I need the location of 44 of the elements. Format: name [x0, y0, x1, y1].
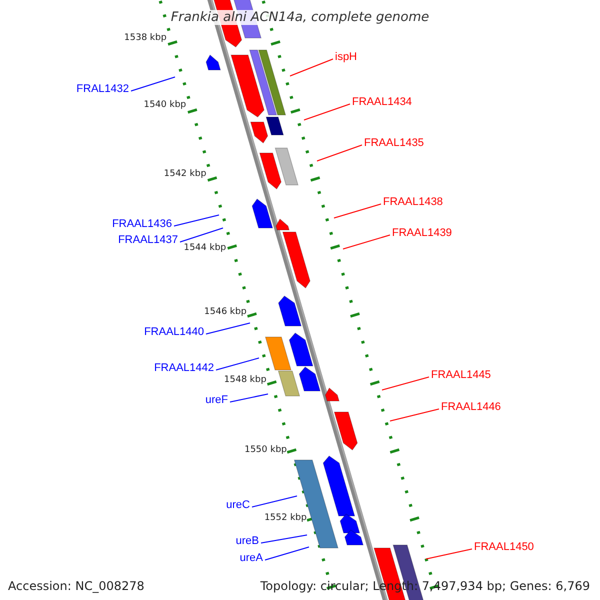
gene-label: ureF: [205, 395, 228, 406]
leader-line: [382, 376, 430, 390]
gene-label: ureB: [236, 536, 259, 547]
gene-label: FRAAL1436: [112, 219, 172, 230]
leader-line: [130, 76, 176, 92]
leader-line: [290, 58, 334, 76]
scale-label: 1548 kbp: [224, 376, 266, 385]
gene-label: FRAL1432: [76, 84, 129, 95]
gene-label: FRAAL1435: [364, 138, 424, 149]
leader-line: [316, 144, 362, 162]
leader-line: [230, 394, 268, 402]
footer-text: Accession: NC_008278: [8, 580, 144, 592]
scale-label: 1544 kbp: [184, 244, 226, 253]
leader-line: [304, 104, 350, 120]
gene-label: FRAAL1439: [392, 228, 452, 239]
gene-label: FRAAL1438: [383, 197, 443, 208]
gene-label: FRAAL1446: [441, 402, 501, 413]
scale-label: 1540 kbp: [144, 101, 186, 110]
gene-label: FRAAL1437: [118, 235, 178, 246]
leader-line: [180, 228, 224, 242]
scale-label: 1550 kbp: [244, 446, 287, 455]
leader-line: [216, 358, 260, 370]
leader-line: [342, 234, 390, 250]
gene-label: FRAAL1440: [144, 327, 204, 338]
leader-line: [252, 496, 298, 508]
leader-line: [390, 408, 440, 422]
scale-label: 1538 kbp: [124, 34, 167, 43]
gene-label: FRAAL1445: [431, 370, 491, 381]
scale-label: 1552 kbp: [264, 514, 307, 523]
gene-label: FRAAL1442: [154, 363, 214, 374]
gene-label: ispH: [335, 52, 358, 63]
footer-text: Topology: circular; Length: 7,497,934 bp; Genes: 6,769: [260, 580, 590, 592]
gene-label: ureA: [240, 553, 263, 564]
leader-line: [174, 214, 220, 226]
gene-label: FRAAL1434: [352, 97, 412, 108]
leader-line: [206, 322, 250, 334]
leader-line: [264, 546, 310, 560]
leader-line: [334, 204, 382, 218]
leader-line: [426, 548, 472, 560]
scale-label: 1546 kbp: [204, 308, 247, 317]
gene-label: FRAAL1450: [474, 542, 534, 553]
scale-label: 1542 kbp: [164, 170, 206, 179]
leader-line: [260, 534, 308, 544]
gene-label: ureC: [226, 500, 250, 511]
